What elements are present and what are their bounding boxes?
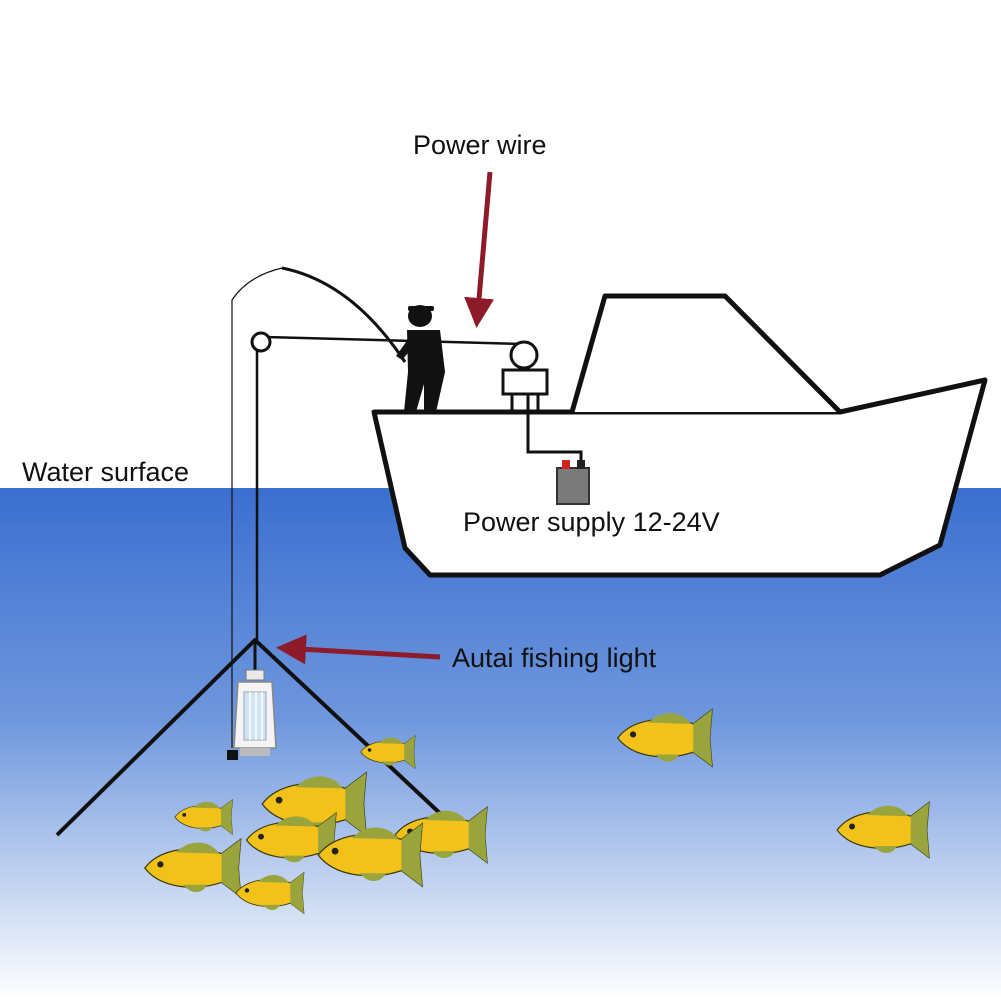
fishing-line [231, 267, 283, 748]
reel-stand [501, 368, 549, 396]
water-surface-label: Water surface [22, 457, 189, 487]
fisherman-silhouette [396, 305, 445, 412]
power-wire-arrow [464, 171, 495, 328]
fishing-rod [281, 266, 407, 363]
cable-reel [509, 340, 539, 370]
sinker [227, 750, 238, 760]
fishing-light-label: Autai fishing light [452, 643, 657, 673]
power-supply-label: Power supply 12-24V [463, 507, 720, 537]
fishing-light-lamp [233, 669, 277, 756]
battery-icon [556, 460, 590, 505]
power-wire-label: Power wire [413, 130, 547, 160]
pulley-wheel [250, 331, 272, 353]
boat-cabin [569, 293, 842, 414]
fishing-light-arrow [276, 634, 441, 665]
